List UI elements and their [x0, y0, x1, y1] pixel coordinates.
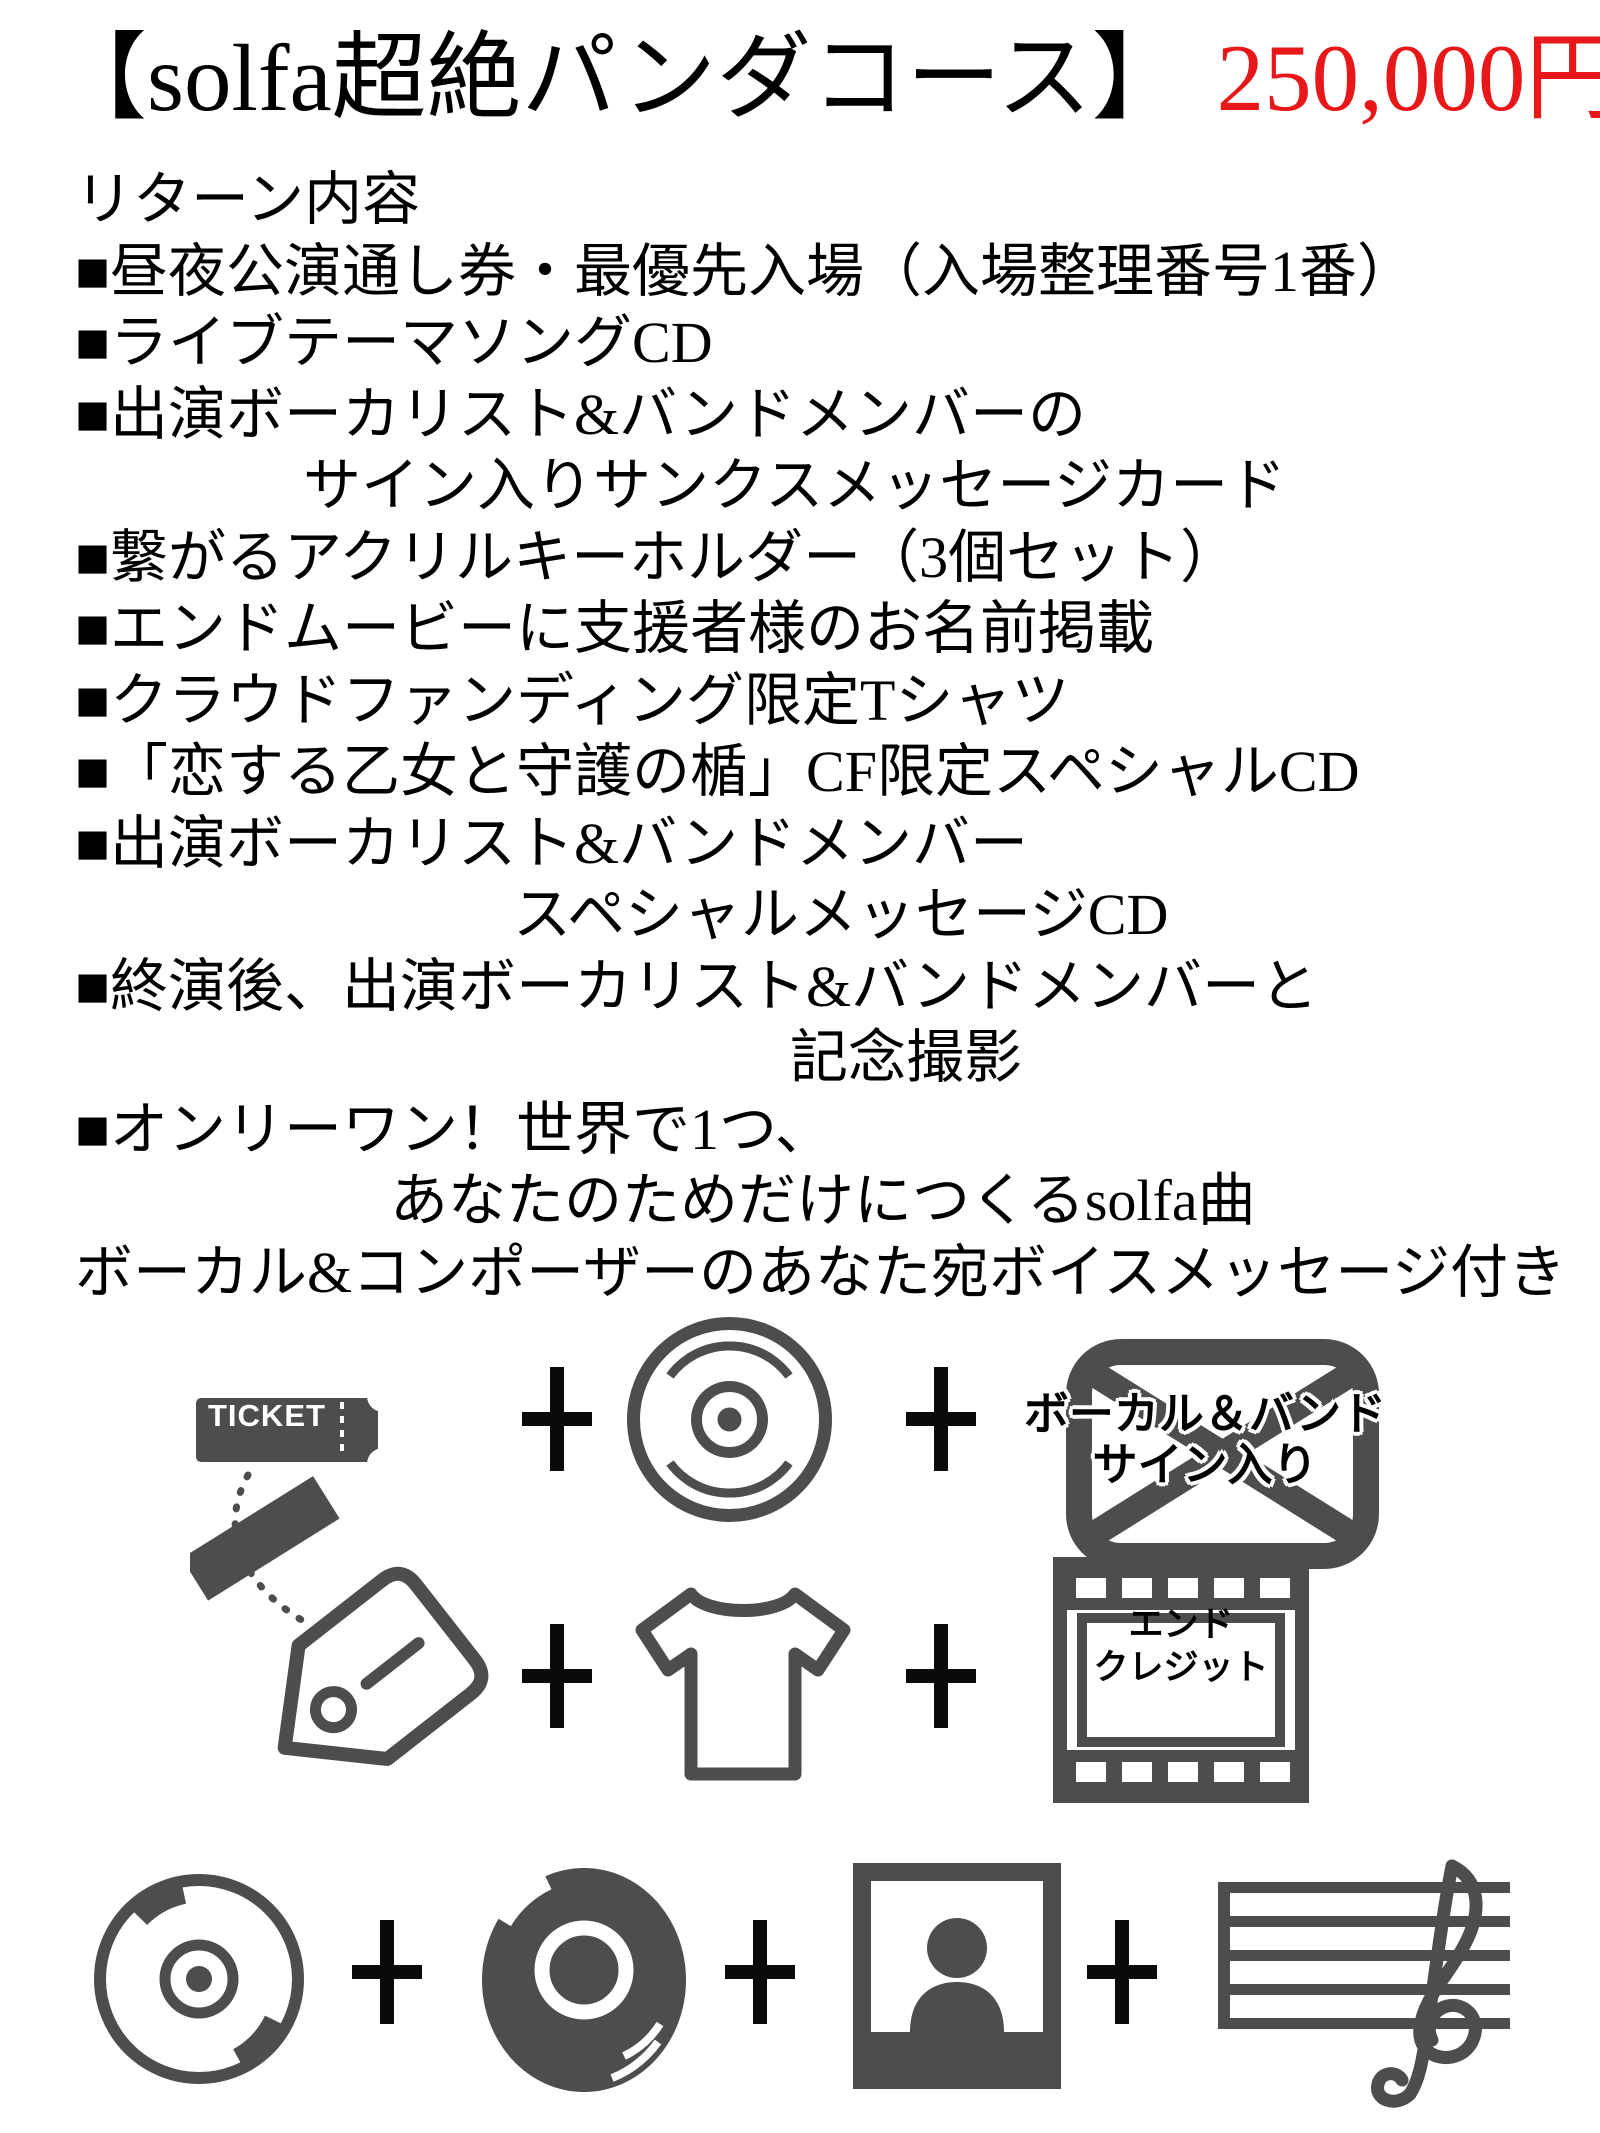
film-caption-line2: クレジット	[1093, 1648, 1269, 1687]
commemorative-photo-icon	[853, 1863, 1061, 2089]
page-title: 【solfa超絶パンダコース】 250,000円	[52, 18, 1600, 138]
plus-icon	[725, 1920, 795, 2024]
return-item: ■エンドムービーに支援者様のお名前掲載	[75, 596, 1155, 661]
cd-icon	[627, 1317, 832, 1522]
plus-icon	[1087, 1920, 1157, 2024]
envelope-caption: ボーカル＆バンド サイン入り	[985, 1388, 1425, 1490]
return-item-continuation: 記念撮影	[790, 1025, 1023, 1090]
special-cd-icon	[482, 1868, 686, 2092]
plus-icon	[352, 1920, 422, 2024]
course-title: 【solfa超絶パンダコース】	[52, 25, 1187, 131]
return-item: ■「恋する乙女と守護の楯」CF限定スペシャルCD	[75, 739, 1360, 804]
return-item: ボーカル&コンポーザーのあなた宛ボイスメッセージ付き	[75, 1239, 1567, 1305]
plus-icon	[906, 1367, 976, 1471]
tshirt-icon	[635, 1587, 851, 1781]
plus-icon	[522, 1624, 592, 1728]
ticket-label: TICKET	[208, 1398, 326, 1433]
ticket-icon	[190, 1380, 399, 1626]
return-item: ■繋がるアクリルキーホルダー（3個セット）	[75, 524, 1239, 590]
return-item-continuation: あなたのためだけにつくるsolfa曲	[390, 1168, 1256, 1233]
end-credit-film-icon	[1053, 1557, 1309, 1803]
price-text: 250,000円	[1216, 25, 1600, 131]
return-item: ■ライブテーマソングCD	[75, 310, 713, 375]
plus-icon	[522, 1367, 592, 1471]
plus-icon	[906, 1624, 976, 1728]
return-item: ■昼夜公演通し券・最優先入場（入場整理番号1番）	[75, 238, 1416, 304]
return-item-continuation: スペシャルメッセージCD	[513, 882, 1169, 947]
return-item: ■終演後、出演ボーカリスト&バンドメンバーと	[75, 953, 1319, 1019]
return-item: ■出演ボーカリスト&バンドメンバー	[75, 810, 1029, 876]
signed-envelope-icon	[1066, 1339, 1379, 1569]
film-caption-line1: エンド	[1128, 1605, 1234, 1644]
envelope-caption-line1: ボーカル＆バンド	[1023, 1388, 1387, 1439]
envelope-caption-line2: サイン入り	[1092, 1439, 1318, 1490]
return-item: ■出演ボーカリスト&バンドメンバーの	[75, 381, 1087, 447]
sheet-music-icon	[1218, 1859, 1510, 2108]
returns-heading: リターン内容	[75, 167, 421, 232]
return-item: ■オンリーワン！世界で1つ、	[75, 1096, 833, 1162]
cd-outline-icon	[94, 1874, 304, 2084]
return-item: ■クラウドファンディング限定Tシャツ	[75, 667, 1070, 733]
keyholder-tag-icon	[277, 1566, 489, 1766]
return-item-continuation: サイン入りサンクスメッセージカード	[303, 453, 1287, 518]
film-caption: エンド クレジット	[1085, 1603, 1277, 1689]
returns-list: リターン内容 ■昼夜公演通し券・最優先入場（入場整理番号1番） ■ライブテーマソ…	[75, 164, 1585, 1308]
